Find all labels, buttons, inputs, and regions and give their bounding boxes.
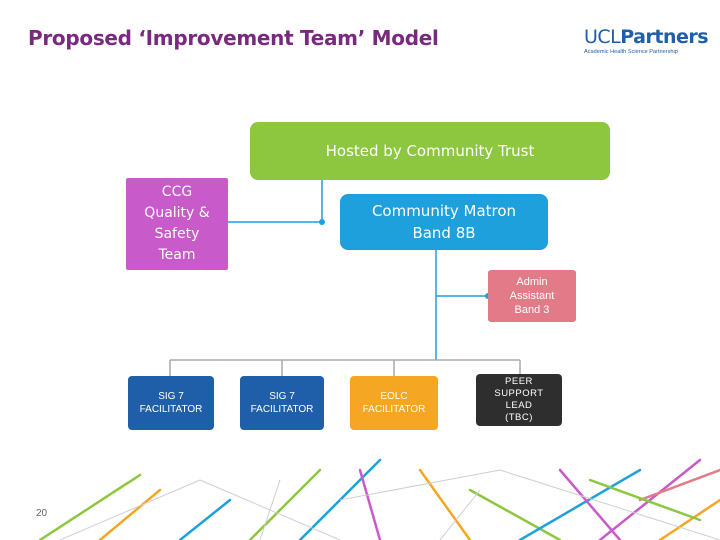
community-matron-box: Community Matron Band 8B bbox=[340, 194, 548, 250]
page-number: 20 bbox=[36, 508, 48, 519]
eolc-facilitator-box: EOLC FACILITATOR bbox=[350, 376, 438, 430]
ucl-partners-logo: UCLPartners Academic Health Science Part… bbox=[584, 26, 709, 66]
sig7-facilitator-box-2: SIG 7 FACILITATOR bbox=[240, 376, 324, 430]
logo-suffix: Partners bbox=[620, 26, 709, 48]
hosted-by-box: Hosted by Community Trust bbox=[250, 122, 610, 180]
sig7-facilitator-box-1: SIG 7 FACILITATOR bbox=[128, 376, 214, 430]
admin-assistant-box: Admin Assistant Band 3 bbox=[488, 270, 576, 322]
peer-support-lead-box: PEER SUPPORT LEAD (TBC) bbox=[476, 374, 562, 426]
logo-prefix: UCL bbox=[584, 26, 621, 48]
logo-tagline: Academic Health Science Partnership bbox=[584, 49, 678, 55]
page-title: Proposed ‘Improvement Team’ Model bbox=[28, 26, 439, 50]
ccg-team-box: CCG Quality & Safety Team bbox=[126, 178, 228, 270]
